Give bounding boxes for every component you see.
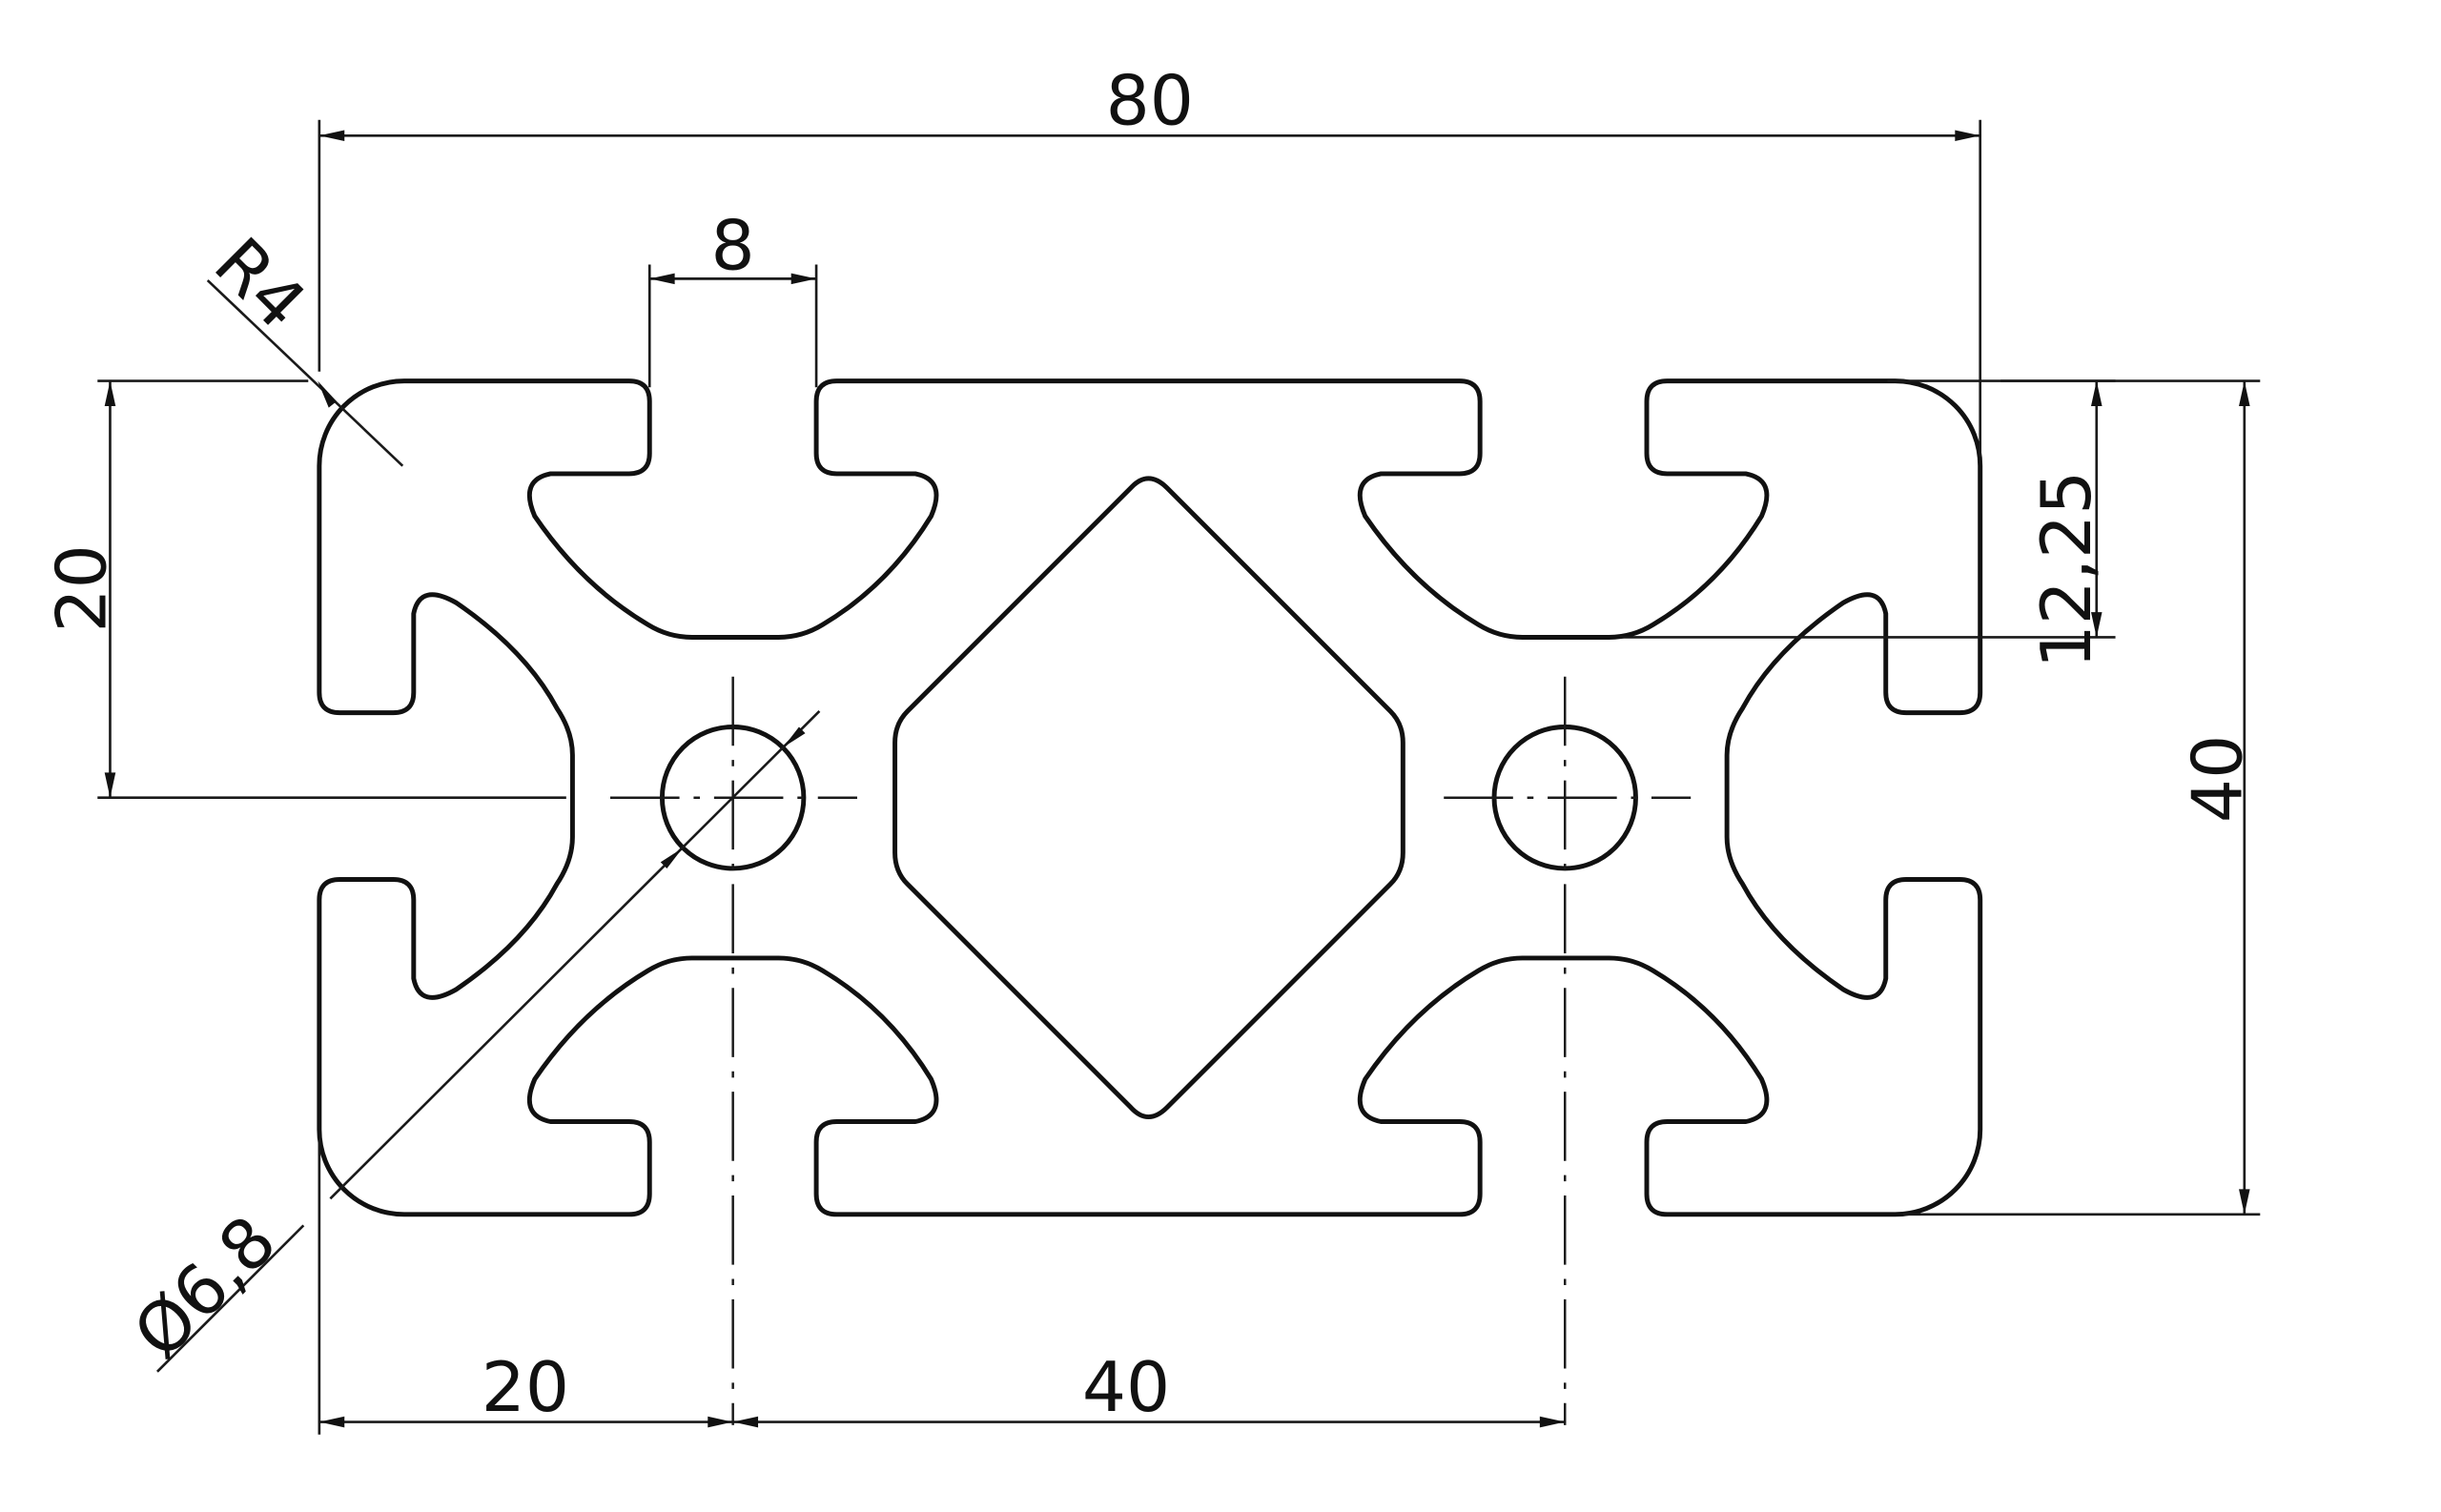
dimension-corner-radius: R4	[198, 223, 404, 467]
dimension-text-40-vertical: 40	[2179, 735, 2259, 823]
dimension-left-half-height: 20	[43, 379, 566, 800]
center-cavity	[892, 476, 1405, 1120]
dimension-text-hole-diameter: Ø6,8	[119, 1201, 292, 1374]
dimension-hole-diameter: Ø6,8	[119, 710, 821, 1375]
dimension-text-20-horizontal: 20	[482, 1348, 569, 1428]
dimension-overall-height: 40	[1887, 379, 2261, 1216]
dimension-hole-spacing: 40	[732, 1348, 1566, 1428]
dimension-text-8: 8	[711, 206, 755, 286]
center-lines	[610, 676, 1692, 1425]
dimension-overall-width: 80	[318, 62, 1982, 457]
dimension-slot-width: 8	[647, 206, 818, 388]
dimension-text-40-horizontal: 40	[1082, 1348, 1170, 1428]
dimension-text-R4: R4	[198, 223, 320, 345]
dimension-text-80: 80	[1106, 62, 1194, 142]
dimension-hole-offset: 20	[318, 1138, 733, 1435]
profile-outline	[317, 378, 1983, 1217]
dimension-slot-depth: 12,25	[1619, 379, 2116, 669]
dimension-text-12-25: 12,25	[2027, 471, 2107, 669]
dimension-text-20-vertical: 20	[43, 544, 123, 632]
